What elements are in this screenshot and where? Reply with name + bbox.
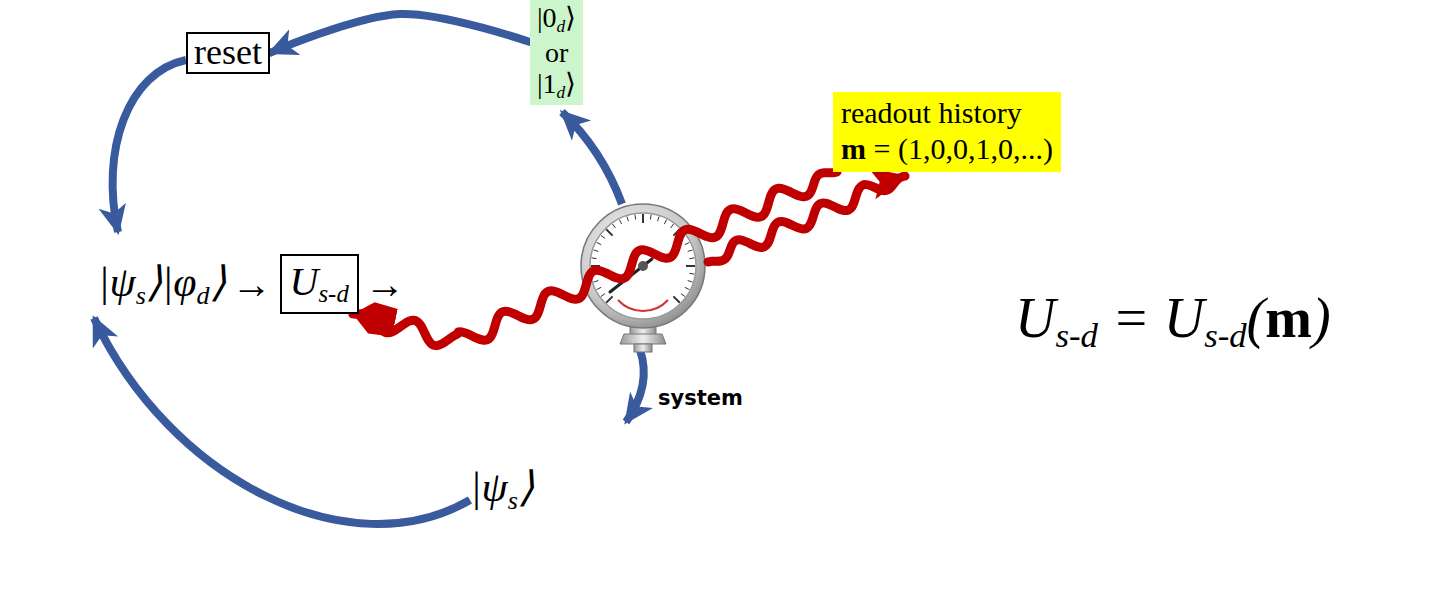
gauge-tick: [592, 257, 597, 259]
gauge-tick: [685, 242, 689, 244]
gauge-tick: [594, 250, 599, 252]
feedback-arrow: [270, 14, 530, 53]
gauge-tick: [627, 217, 629, 222]
text-run: m: [1265, 287, 1312, 349]
gauge-tick: [688, 250, 693, 252]
text-run: = (1,0,0,1,0,...): [866, 132, 1053, 165]
gauge-tick: [606, 229, 612, 235]
text-run: reset: [194, 32, 262, 72]
gauge-tick: [686, 265, 695, 267]
flow-arrow: [626, 350, 644, 422]
gauge-tick: [619, 220, 621, 224]
text-run: d: [557, 83, 566, 102]
gauge-tick: [601, 235, 605, 238]
unitary-box: Us-d: [280, 254, 359, 314]
gauge-tick: [689, 273, 694, 275]
equation: Us-d = Us-d(m): [1015, 286, 1331, 356]
arrow-symbol: →: [365, 261, 405, 308]
text-run: ⟩|φ: [146, 259, 197, 305]
gauge-tick: [642, 214, 644, 223]
flow-arrow: [113, 60, 186, 232]
text-run: s-d: [318, 280, 348, 307]
text-run: d: [557, 17, 566, 36]
text-run: s: [136, 281, 146, 310]
readout-wave: [353, 172, 837, 346]
arrow-symbol: →: [232, 261, 272, 308]
state-formula: |ψs⟩: [470, 462, 534, 516]
node-text: Us-d: [290, 259, 349, 309]
text-run: ⟩: [518, 464, 534, 510]
gauge-tick: [606, 296, 612, 302]
gauge-tick: [658, 217, 660, 222]
state-formula: |ψs⟩|φd⟩: [98, 257, 226, 311]
text-run: ⟩: [565, 68, 576, 99]
node-text: readout history: [841, 95, 1053, 131]
gauge-tick: [601, 294, 605, 297]
node-text: |0d⟩ or |1d⟩: [537, 2, 576, 103]
gauge-tick: [664, 220, 666, 224]
detector-state-box: |0d⟩ or |1d⟩: [530, 0, 583, 105]
gauge-tick: [685, 287, 689, 289]
gauge-tick: [612, 224, 615, 228]
gauge-tick: [597, 242, 601, 244]
text-run: →: [365, 262, 405, 307]
node-text: m = (1,0,0,1,0,...): [841, 131, 1053, 167]
text-run: d: [197, 281, 210, 310]
text-run: s-d: [1204, 316, 1246, 355]
text-run: m: [841, 132, 866, 165]
text-run: system: [658, 386, 743, 410]
flow-arrow: [562, 112, 622, 204]
gauge-tick: [689, 257, 694, 259]
text-run: |ψ: [98, 259, 136, 305]
gauge-tick: [594, 281, 599, 283]
gauge-tick: [650, 215, 652, 220]
gauge-tick: [673, 296, 679, 302]
text-run: = U: [1098, 287, 1204, 349]
text-run: readout history: [841, 96, 1022, 129]
text-run: ⟩: [210, 259, 226, 305]
flow-arrow: [94, 318, 470, 524]
text-run: s: [508, 486, 518, 515]
text-run: U: [1015, 287, 1055, 349]
gauge-tick: [634, 215, 636, 220]
text-run: |ψ: [470, 464, 508, 510]
node-text: reset: [194, 34, 262, 72]
gauge-tick: [681, 294, 685, 297]
text-run: |0: [537, 2, 557, 33]
signal-wave: [708, 176, 905, 262]
text-run: s-d: [1055, 316, 1097, 355]
readout-box: readout historym = (1,0,0,1,0,...): [833, 92, 1061, 172]
text-run: ): [1312, 287, 1331, 349]
gauge-tick: [671, 224, 674, 228]
system-label: system: [658, 386, 743, 410]
text-run: U: [290, 259, 319, 304]
gauge-tick: [597, 287, 601, 289]
text-run: (: [1247, 287, 1266, 349]
gauge-tick: [688, 281, 693, 283]
reset-box: reset: [186, 32, 270, 74]
text-run: →: [232, 262, 272, 307]
